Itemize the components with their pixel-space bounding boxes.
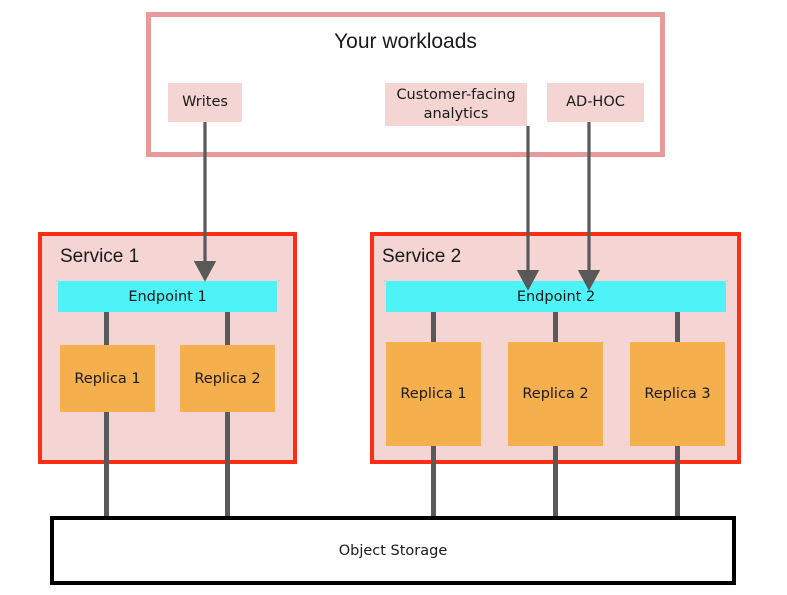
- connector-s1-replica2-storage: [225, 412, 230, 518]
- service-2-replica-2[interactable]: Replica 2: [508, 342, 603, 446]
- workload-chip-customer-facing-analytics[interactable]: Customer-facing analytics: [385, 83, 527, 126]
- service-2-replica-1[interactable]: Replica 1: [386, 342, 481, 446]
- service-2-endpoint[interactable]: Endpoint 2: [386, 281, 726, 312]
- service-1-replica-2[interactable]: Replica 2: [180, 345, 275, 412]
- connector-s2-replica1-storage: [431, 446, 436, 518]
- service-1-replica-1[interactable]: Replica 1: [60, 345, 155, 412]
- connector-endpoint2-replica1: [431, 312, 436, 342]
- workload-chip-ad-hoc[interactable]: AD-HOC: [547, 83, 644, 122]
- service-2-label: Service 2: [382, 246, 462, 267]
- workloads-title: Your workloads: [334, 30, 477, 53]
- connector-endpoint1-replica1: [104, 312, 109, 345]
- connector-s1-replica1-storage: [104, 412, 109, 518]
- object-storage-box[interactable]: Object Storage: [50, 516, 736, 585]
- connector-endpoint1-replica2: [225, 312, 230, 345]
- connector-endpoint2-replica3: [675, 312, 680, 342]
- connector-s2-replica2-storage: [553, 446, 558, 518]
- service-1-label: Service 1: [60, 246, 140, 267]
- connector-s2-replica3-storage: [675, 446, 680, 518]
- service-1-endpoint[interactable]: Endpoint 1: [58, 281, 277, 312]
- connector-endpoint2-replica2: [553, 312, 558, 342]
- service-2-replica-3[interactable]: Replica 3: [630, 342, 725, 446]
- workload-chip-writes[interactable]: Writes: [168, 83, 242, 122]
